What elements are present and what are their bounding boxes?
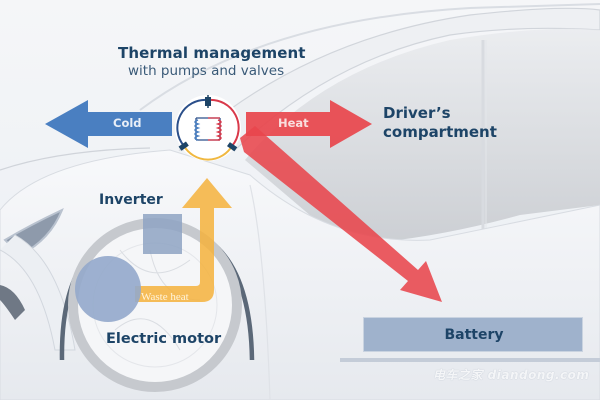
- drivers-compartment-line1: Driver’s: [383, 104, 451, 122]
- electric-motor-label: Electric motor: [106, 331, 222, 347]
- cold-label: Cold: [113, 116, 142, 130]
- cold-arrow: [45, 100, 172, 148]
- inverter-block: [143, 214, 182, 254]
- battery-label: Battery: [444, 327, 504, 343]
- battery-shelf: [340, 358, 600, 362]
- watermark: 电车之家 diandong.com: [433, 368, 590, 382]
- door-curve: [249, 184, 271, 400]
- diagram-subtitle: with pumps and valves: [128, 63, 285, 79]
- heat-label: Heat: [278, 116, 309, 130]
- hood-line: [0, 147, 151, 171]
- car-roofline: [139, 3, 600, 111]
- bumper: [0, 234, 76, 351]
- inverter-label: Inverter: [99, 192, 163, 208]
- car-window: [245, 28, 600, 245]
- waste-heat-label: Waste heat: [141, 291, 189, 303]
- fog-light: [0, 285, 25, 320]
- heat-to-battery-arrow: [240, 126, 442, 302]
- battery-block: Battery: [363, 317, 583, 352]
- waste-heat-arrow: [135, 178, 232, 302]
- heat-arrow: [246, 100, 372, 148]
- drivers-compartment-line2: compartment: [383, 123, 497, 141]
- diagram-title: Thermal management: [118, 44, 306, 62]
- motor-disc: [75, 256, 141, 322]
- heat-exchanger-icon: [175, 95, 241, 161]
- drivers-compartment-label: Driver’s compartment: [383, 104, 497, 142]
